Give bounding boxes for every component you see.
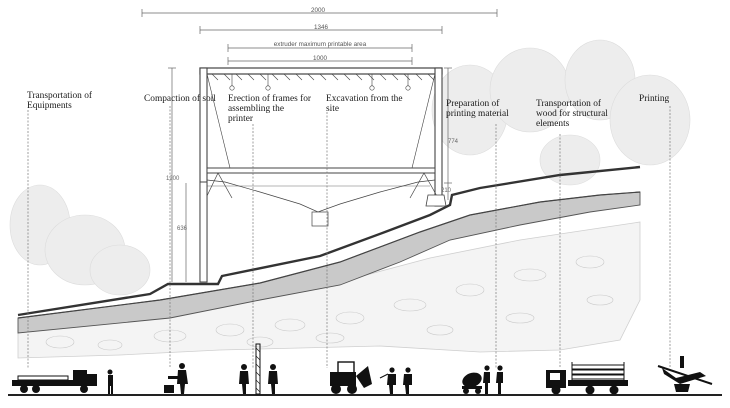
dim-height-right-lower: 210 [441, 188, 452, 194]
excavator-workers-icon [330, 361, 412, 394]
step-3-label: Erection of frames for assembling the pr… [228, 93, 313, 124]
step-labels: Transportation of Equipments Compaction … [27, 90, 670, 129]
terrain-surface [17, 165, 641, 317]
dim-extruder-area-label: extruder maximum printable area [274, 41, 367, 48]
concrete-mixer-icon [462, 365, 503, 394]
workers-frame-icon [239, 343, 278, 395]
step-4-label: Excavation from the site [326, 93, 405, 114]
flatbed-truck-icon [12, 369, 113, 394]
background-trees [9, 39, 691, 296]
terrain-lower-line [17, 191, 641, 319]
worker-compactor-icon [164, 363, 188, 394]
printer-frame [199, 67, 447, 283]
dim-height-right-upper: 774 [448, 139, 459, 145]
dimension-lines [141, 9, 498, 282]
dim-frame: 1346 [314, 24, 329, 31]
step-7-label: Printing [639, 94, 670, 104]
leader-lines [27, 106, 671, 368]
dim-height-lower: 636 [177, 226, 188, 232]
step-6-label: Transportation of wood for structural el… [536, 98, 610, 129]
log-truck-icon [546, 362, 628, 395]
printer-nozzle-icon [657, 356, 713, 392]
step-2-label: Compaction of soil [144, 93, 216, 104]
step-5-label: Preparation of printing material [446, 98, 509, 119]
dim-extruder-width: 1000 [313, 55, 328, 62]
step-1-label: Transportation of Equipments [27, 90, 94, 111]
dim-height-total: 1200 [166, 176, 180, 182]
dim-total: 2000 [311, 7, 326, 14]
